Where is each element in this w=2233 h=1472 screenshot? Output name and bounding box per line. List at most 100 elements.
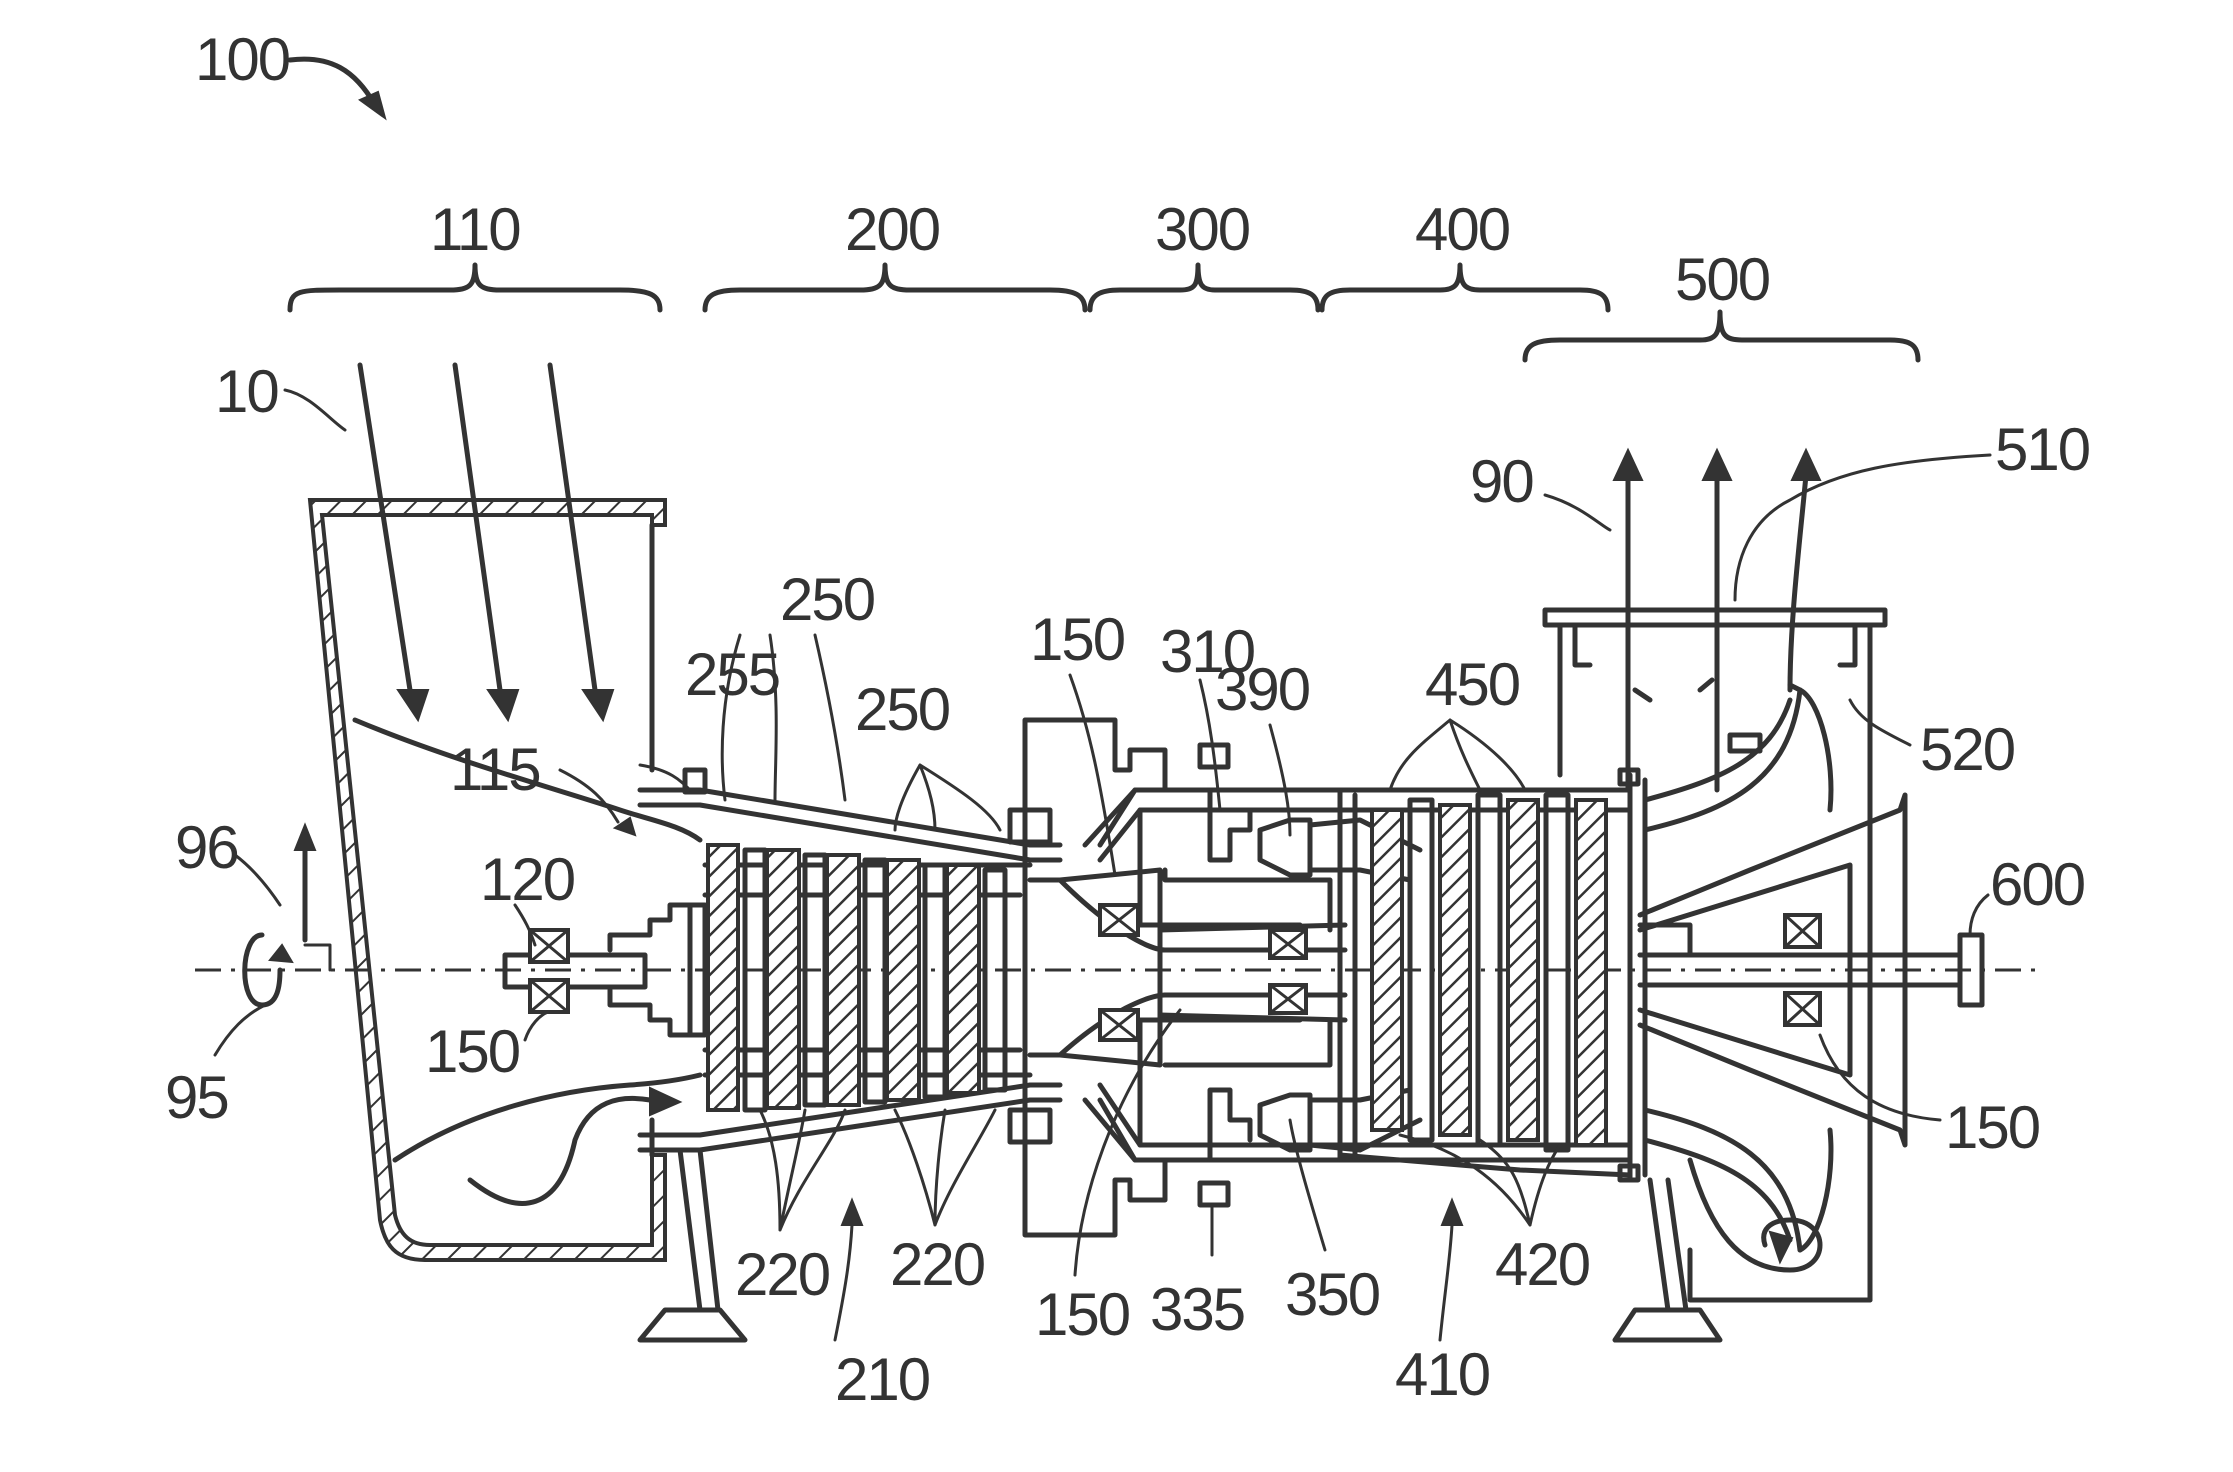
label-410: 410: [1395, 1341, 1490, 1408]
label-90: 90: [1470, 448, 1533, 515]
label-420: 420: [1495, 1231, 1590, 1298]
exhaust-arrow-3-head: [1792, 450, 1820, 480]
exhaust-arrow-2-head: [1703, 450, 1731, 480]
leader-10: [285, 390, 345, 430]
intake-support-foot: [640, 1310, 745, 1340]
label-450: 450: [1425, 651, 1520, 718]
label-255: 255: [685, 641, 779, 708]
label-110: 110: [430, 196, 520, 263]
turbine-blade-2: [1440, 805, 1470, 1135]
radial-arrow-96-head: [295, 825, 315, 850]
compressor-vane-4: [925, 865, 945, 1097]
label-150-bottom: 150: [1035, 1281, 1130, 1348]
turbine: [1340, 790, 1630, 1175]
leader-220-right: [895, 1110, 995, 1225]
leader-510: [1735, 455, 1990, 600]
label-390: 390: [1215, 656, 1310, 723]
compressor-blade-1: [708, 845, 738, 1110]
label-220-left: 220: [735, 1241, 830, 1308]
main-shaft-body: [1160, 925, 1345, 1020]
inlet-curved-flow-arrow-head: [650, 1088, 680, 1115]
inflow-arrow-3: [550, 365, 595, 690]
exhaust-support-foot: [1615, 1310, 1720, 1340]
label-500: 500: [1675, 246, 1770, 313]
label-335: 335: [1150, 1276, 1244, 1343]
brace-500: [1525, 312, 1918, 360]
leader-410: [1440, 1225, 1452, 1340]
leader-96: [235, 855, 280, 905]
label-250-top: 250: [780, 566, 875, 633]
brace-300: [1090, 265, 1318, 310]
turbine-inlet-frame: [1340, 790, 1355, 1160]
exhaust-support-leg: [1650, 1180, 1686, 1310]
label-10: 10: [215, 358, 278, 425]
section-braces: [290, 265, 1918, 360]
brace-200: [705, 265, 1085, 310]
label-100: 100: [195, 26, 290, 93]
label-96: 96: [175, 814, 238, 881]
inlet-curved-flow-arrow: [470, 1098, 650, 1203]
turbine-blade-4: [1576, 800, 1606, 1145]
leader-90: [1545, 495, 1610, 530]
leader-250-mid: [895, 765, 1000, 830]
axis-markers: [245, 825, 330, 1005]
figure-reference-100: 100: [195, 26, 385, 118]
label-150-inlet: 150: [425, 1018, 520, 1085]
case-bolt-top: [1010, 810, 1050, 842]
inflow-arrow-1-head: [398, 690, 428, 720]
label-350: 350: [1285, 1261, 1380, 1328]
label-120: 120: [480, 846, 575, 913]
intake-support-leg: [680, 1150, 718, 1310]
exhaust-inlet-frame: [1630, 775, 1645, 1180]
label-150-right: 150: [1945, 1094, 2040, 1161]
exhaust-arrow-3: [1790, 475, 1806, 690]
rotation-arrow-95-head: [270, 945, 292, 962]
label-220-right: 220: [890, 1231, 985, 1298]
leader-150-comp: [1070, 675, 1115, 875]
fuel-nozzle-bottom: [1260, 1095, 1310, 1150]
label-520: 520: [1920, 716, 2015, 783]
label-95: 95: [165, 1064, 228, 1131]
fuel-nozzle-top: [1260, 820, 1310, 875]
compressor-vane-5: [985, 870, 1005, 1090]
compressor-blade-3: [827, 855, 859, 1105]
leader-520: [1850, 700, 1910, 745]
leader-420: [1400, 1135, 1560, 1225]
turbine-blade-3: [1508, 800, 1538, 1140]
inflow-arrow-1: [360, 365, 410, 690]
compressor-casing-bottom-outer: [640, 1100, 1060, 1150]
inflow-arrow-2-head: [488, 690, 518, 720]
exhaust-swirl-arrow: [1690, 1160, 1820, 1270]
combustor-liner: [1165, 870, 1330, 1065]
exhaust: [1545, 450, 1982, 1340]
label-400: 400: [1415, 196, 1510, 263]
leader-450: [1390, 720, 1525, 790]
arrow-100-head: [360, 92, 385, 118]
label-200: 200: [845, 196, 940, 263]
inflow-arrow-3-head: [583, 690, 613, 720]
label-300: 300: [1155, 196, 1250, 263]
compressor-casing-top-outer: [640, 790, 1060, 845]
label-210: 210: [835, 1346, 930, 1413]
exhaust-swirl-arrow-head: [1770, 1232, 1792, 1262]
turbine-vane-3: [1546, 795, 1568, 1150]
brace-110: [290, 265, 660, 310]
leader-95: [215, 1005, 265, 1055]
fitting-335: [1200, 1183, 1228, 1205]
brace-400: [1322, 265, 1608, 310]
case-bolt-bottom: [1010, 1110, 1050, 1142]
right-angle-mark: [305, 945, 330, 970]
leader-600: [1970, 895, 1988, 935]
compressor-blade-2: [767, 850, 799, 1108]
inlet-shaft-body: [505, 955, 645, 987]
leader-210: [835, 1225, 852, 1340]
fuel-nozzle-assemblies: [1210, 790, 1250, 1160]
combustor-casing: [1100, 790, 1630, 1160]
compressor-vane-1: [745, 850, 765, 1110]
label-250-mid: 250: [855, 676, 950, 743]
compressor-blade-4: [887, 860, 919, 1100]
label-510: 510: [1995, 416, 2090, 483]
compressor-blade-5: [947, 865, 979, 1093]
inflow-arrow-2: [455, 365, 500, 690]
